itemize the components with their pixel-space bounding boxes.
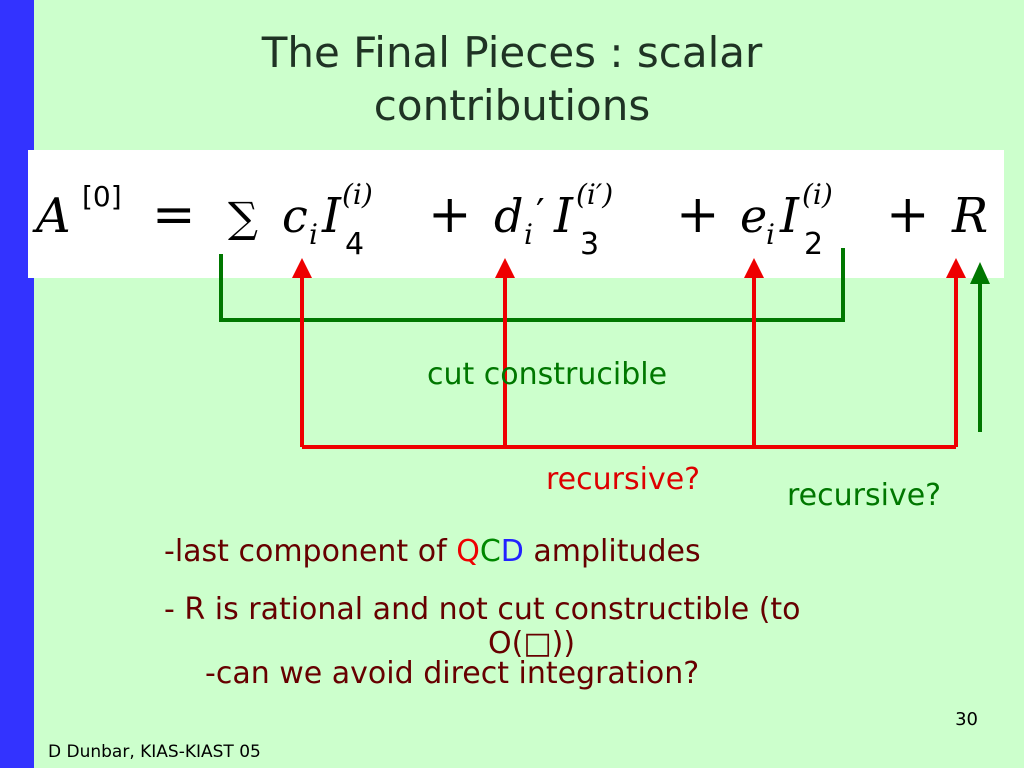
cut-constructible-bracket — [219, 248, 845, 322]
formula-I2-subscript: 2 — [804, 227, 823, 262]
recursive-arrowhead-d-term — [495, 258, 515, 278]
formula-equation: A [0] = ∑ c i I (i) 4 + d i ′ I (i′) 3 +… — [32, 178, 988, 262]
formula-I3-superscript: (i′) — [576, 178, 613, 211]
formula-I2: I — [779, 188, 800, 244]
formula-sum-sign: ∑ — [228, 193, 258, 242]
label-recursive-green: recursive? — [787, 478, 942, 513]
bullet-avoid-integration: -can we avoid direct integration? — [205, 656, 700, 691]
bullet1-suffix: amplitudes — [523, 534, 701, 569]
slide-number: 30 — [955, 709, 978, 730]
formula-equals: = — [152, 185, 196, 245]
bullet-r-rational-line1: - R is rational and not cut constructibl… — [164, 592, 801, 627]
formula-d-prime: ′ — [536, 191, 545, 235]
recursive-arrowhead-R-term — [946, 258, 966, 278]
recursive-arrows — [292, 258, 966, 447]
recursive-arrowhead-c-term — [292, 258, 312, 278]
footer-credit: D Dunbar, KIAS-KIAST 05 — [48, 742, 261, 762]
slide-title: The Final Pieces : scalar contributions — [100, 26, 924, 132]
formula-plus-3: + — [886, 185, 930, 245]
formula-I2-superscript: (i) — [802, 178, 833, 211]
formula-e: e — [740, 189, 767, 243]
formula-I4: I — [321, 188, 342, 244]
formula-I3-subscript: 3 — [580, 227, 599, 262]
formula-I4-superscript: (i) — [342, 178, 373, 211]
formula-R: R — [951, 188, 988, 244]
formula-A: A — [32, 188, 71, 244]
recursive-arrowhead-e-term — [744, 258, 764, 278]
formula-plus-2: + — [676, 185, 720, 245]
bullet1-letter-c: C — [479, 534, 501, 569]
slide-title-line2: contributions — [373, 81, 651, 130]
label-recursive-red: recursive? — [546, 462, 701, 497]
formula-I3: I — [553, 188, 574, 244]
slide-title-line1: The Final Pieces : scalar — [261, 28, 763, 77]
bullet-r-rational-line2: O(□)) — [488, 626, 576, 661]
formula-I4-subscript: 4 — [345, 227, 364, 262]
formula-c-subscript: i — [309, 218, 318, 251]
side-accent-bar — [0, 0, 34, 768]
formula-c: c — [282, 189, 308, 243]
formula-d-subscript: i — [524, 218, 533, 251]
formula-d: d — [494, 189, 523, 243]
label-cut-constructible: cut construcible — [427, 357, 668, 392]
bullet1-letter-q: Q — [456, 534, 480, 569]
bullet-qcd-amplitudes: -last component of QCD amplitudes — [164, 534, 701, 569]
bullet1-letter-d: D — [500, 534, 524, 569]
formula-plus-1: + — [428, 185, 472, 245]
bullet1-prefix: -last component of — [164, 534, 457, 569]
formula-e-subscript: i — [766, 218, 775, 251]
green-arrowhead-R — [970, 262, 990, 284]
formula-A-superscript: [0] — [82, 180, 122, 213]
